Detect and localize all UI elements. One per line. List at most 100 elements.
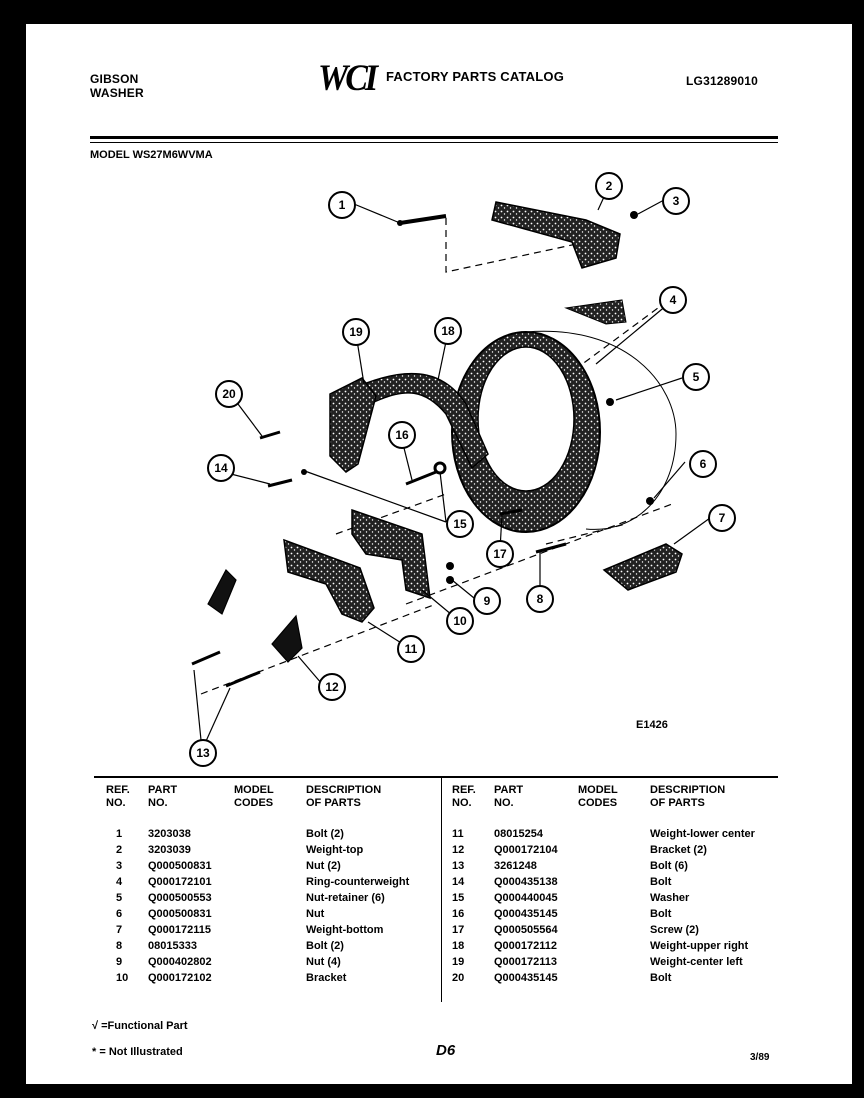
description-cell: Nut-retainer (6) xyxy=(306,892,385,904)
part-12-bracket-2 xyxy=(207,569,237,615)
callout-label: 11 xyxy=(405,642,418,656)
callout-label: 10 xyxy=(453,614,467,628)
callout-11 xyxy=(397,635,425,663)
callout-1 xyxy=(328,191,356,219)
callout-3 xyxy=(662,187,690,215)
table-row: 20 Q000435145 Bolt xyxy=(94,970,671,986)
description-cell: Weight-lower center xyxy=(650,828,755,840)
header-desc-line1: DESCRIPTION xyxy=(306,784,382,796)
part-number-cell: Q000172112 xyxy=(494,940,558,952)
header-desc-line1: DESCRIPTION xyxy=(650,784,726,796)
header-desc-line2: OF PARTS xyxy=(306,797,361,809)
header-ref-line1: REF. xyxy=(452,784,476,796)
catalog-page: GIBSON WASHER WCI FACTORY PARTS CATALOG … xyxy=(26,24,852,1084)
description-cell: Weight-upper right xyxy=(650,940,749,952)
callout-circles xyxy=(189,172,736,767)
header-desc-line2: OF PARTS xyxy=(650,797,705,809)
ref-cell: 15 xyxy=(452,892,465,904)
part-4-counterweight-ring xyxy=(451,299,677,533)
part-number-cell: Q000172113 xyxy=(494,956,558,968)
callout-15 xyxy=(446,510,474,538)
ref-cell: 3 xyxy=(116,860,123,872)
description-cell: Bracket xyxy=(306,972,347,984)
callout-13 xyxy=(189,739,217,767)
header-ref-left: REF. NO. xyxy=(106,784,130,810)
part-8-bolt xyxy=(535,542,567,554)
callout-4 xyxy=(659,286,687,314)
part-9-nut-2 xyxy=(446,576,454,584)
table-row: 19 Q000172113 Weight-center left xyxy=(94,954,743,970)
date-code: 3/89 xyxy=(750,1052,770,1063)
callout-label: 5 xyxy=(693,370,700,384)
callout-label: 4 xyxy=(670,293,677,307)
ref-cell: 5 xyxy=(116,892,123,904)
callout-18 xyxy=(434,317,462,345)
part-5-nut-retainer xyxy=(606,398,614,406)
callout-2 xyxy=(595,172,623,200)
part-number-cell: 3203038 xyxy=(148,828,191,840)
part-number-cell: Q000440045 xyxy=(494,892,558,904)
part-number-cell: Q000172102 xyxy=(148,972,212,984)
ref-cell: 12 xyxy=(452,844,465,856)
header-model-left: MODEL CODES xyxy=(234,784,274,810)
functional-part-note: √ =Functional Part xyxy=(92,1020,188,1032)
header-model-right: MODEL CODES xyxy=(578,784,618,810)
header-part-right: PART NO. xyxy=(494,784,523,810)
description-cell: Bolt (2) xyxy=(306,940,344,952)
brand-name: GIBSON xyxy=(90,72,139,86)
header-model-line1: MODEL xyxy=(234,784,274,796)
part-15-washer xyxy=(433,461,447,475)
figure-code: E1426 xyxy=(636,719,668,731)
callout-label: 20 xyxy=(222,387,236,401)
callout-10 xyxy=(446,607,474,635)
table-divider xyxy=(441,776,442,1002)
ref-cell: 20 xyxy=(452,972,465,984)
description-cell: Weight-center left xyxy=(650,956,743,968)
catalog-code: LG31289010 xyxy=(686,74,759,88)
part-number-cell: Q000172115 xyxy=(148,924,212,936)
part-number-cell: Q000435138 xyxy=(494,876,558,888)
description-cell: Bolt (6) xyxy=(650,860,688,872)
part-19-weight-center-left xyxy=(329,377,377,473)
description-cell: Ring-counterweight xyxy=(306,876,410,888)
part-9-nut xyxy=(446,562,454,570)
callout-5 xyxy=(682,363,710,391)
description-cell: Bolt xyxy=(650,972,672,984)
header-part-line1: PART xyxy=(148,784,178,796)
header-model-line2: CODES xyxy=(578,797,618,809)
callout-labels: 1 2 3 4 5 6 7 8 9 10 11 12 13 14 15 16 1… xyxy=(196,179,725,760)
part-13-bolt xyxy=(191,650,221,666)
ref-cell: 7 xyxy=(116,924,123,936)
part-number-cell: 3203039 xyxy=(148,844,191,856)
description-cell: Weight-top xyxy=(306,844,364,856)
callout-label: 12 xyxy=(325,680,339,694)
description-cell: Bolt xyxy=(650,908,672,920)
ref-cell: 19 xyxy=(452,956,465,968)
callout-20 xyxy=(215,380,243,408)
header-desc-right: DESCRIPTION OF PARTS xyxy=(650,784,725,810)
part-16-bolt xyxy=(405,470,437,486)
ref-cell: 4 xyxy=(116,876,123,888)
callout-label: 13 xyxy=(196,746,210,760)
ref-cell: 13 xyxy=(452,860,465,872)
part-number-cell: Q000435145 xyxy=(494,972,558,984)
callout-label: 2 xyxy=(606,179,613,193)
product-type: WASHER xyxy=(90,86,144,100)
ref-cell: 8 xyxy=(116,940,123,952)
model-number: MODEL WS27M6WVMA xyxy=(90,149,213,161)
part-number-cell: 08015254 xyxy=(494,828,543,840)
description-cell: Nut (4) xyxy=(306,956,341,968)
part-number-cell: Q000500553 xyxy=(148,892,212,904)
callout-16 xyxy=(388,421,416,449)
ref-cell: 6 xyxy=(116,908,123,920)
part-7-weight-bottom xyxy=(602,543,683,591)
parts-table: REF. NO. PART NO. MODEL CODES DESCRIPTIO… xyxy=(94,776,778,1002)
callout-label: 9 xyxy=(484,594,491,608)
